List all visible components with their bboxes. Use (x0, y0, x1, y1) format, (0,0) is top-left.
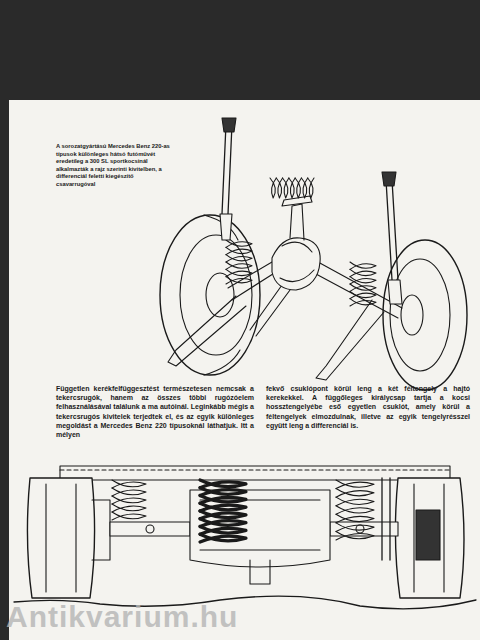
body-text: fekvő csuklópont körül leng a két félten… (266, 384, 470, 430)
rear-right-wheel (414, 484, 444, 592)
frame-beam (60, 466, 450, 480)
left-coil-spring (226, 262, 252, 269)
compensating-spring (289, 178, 295, 198)
differential (272, 238, 320, 290)
rear-differential (200, 500, 320, 550)
axle-housing (250, 285, 290, 336)
axle-shafts (110, 522, 190, 536)
center-coil-spring (200, 519, 246, 527)
trailing-arms (168, 296, 246, 366)
compensating-spring (270, 178, 314, 198)
frame-beam (60, 466, 450, 480)
side-coil-springs (336, 480, 374, 489)
shock-absorbers (382, 172, 396, 186)
side-coil-springs (336, 531, 374, 540)
rear-shock (382, 478, 390, 560)
side-coil-springs (112, 512, 146, 520)
compensating-spring (276, 178, 282, 198)
compensating-spring (270, 178, 276, 198)
compensating-spring (283, 178, 289, 198)
side-coil-springs (112, 496, 146, 504)
left-wheel (160, 215, 260, 375)
shock-absorbers (222, 124, 232, 214)
body-text: Független kerékfelfüggesztést természete… (56, 384, 254, 439)
left-coil-spring (226, 269, 252, 276)
left-wheel (204, 215, 240, 375)
rear-left-wheel (92, 500, 110, 560)
right-coil-spring (350, 269, 376, 276)
axle-shafts (146, 525, 154, 533)
side-coil-springs (336, 506, 374, 515)
shock-absorbers (222, 118, 236, 132)
right-coil-spring (350, 262, 376, 306)
watermark: Antikvarium.hu (6, 600, 238, 634)
axle-housing (316, 262, 402, 318)
left-coil-spring (226, 247, 252, 254)
side-coil-springs (336, 497, 374, 506)
rear-left-wheel (27, 478, 110, 598)
compensating-spring (295, 178, 301, 198)
side-coil-springs (336, 523, 374, 532)
trailing-arms (316, 300, 384, 380)
compensating-spring (308, 178, 314, 198)
right-coil-spring (350, 284, 376, 291)
side-coil-springs (336, 489, 374, 498)
side-coil-springs (112, 488, 146, 496)
shock-absorbers (220, 118, 402, 304)
rear-right-wheel (395, 478, 464, 598)
left-coil-spring (226, 255, 252, 262)
differential (290, 204, 304, 240)
right-wheel (401, 295, 423, 335)
rear-right-wheel (416, 510, 440, 560)
left-coil-spring (226, 240, 252, 284)
shock-absorbers (388, 280, 402, 304)
rear-differential (190, 490, 330, 584)
rear-left-wheel (27, 478, 94, 598)
differential (272, 196, 320, 290)
side-coil-springs (112, 480, 374, 540)
rear-differential (190, 490, 330, 567)
shock-absorbers (220, 214, 232, 240)
right-wheel (383, 240, 467, 390)
left-coil-spring (226, 277, 252, 284)
rear-left-wheel (46, 484, 76, 592)
axle-shafts (356, 525, 364, 533)
side-coil-springs (336, 514, 374, 523)
center-coil-spring (200, 527, 246, 535)
rear-differential (250, 560, 270, 584)
right-coil-spring (350, 291, 376, 298)
side-coil-springs (112, 504, 146, 512)
left-wheel (160, 215, 260, 375)
rear-right-wheel (395, 478, 464, 598)
differential (280, 242, 314, 281)
rear-shock (382, 478, 390, 560)
center-coil-spring (200, 511, 246, 519)
compensating-spring (301, 178, 307, 198)
center-coil-spring (200, 480, 246, 542)
right-wheel (390, 259, 450, 371)
right-wheel (383, 240, 467, 390)
trailing-arms (168, 296, 384, 380)
side-coil-springs (112, 480, 146, 488)
left-coil-spring (226, 240, 252, 247)
center-coil-spring (200, 534, 246, 542)
center-coil-spring (200, 496, 246, 504)
right-coil-spring (350, 277, 376, 284)
shock-absorbers (386, 180, 398, 280)
center-coil-spring (200, 480, 246, 488)
figure-caption: A sorozatgyártású Mercedes Benz 220-as t… (56, 143, 174, 189)
center-coil-spring (200, 503, 246, 511)
frame-beam (60, 469, 450, 470)
center-coil-spring (200, 488, 246, 496)
right-coil-spring (350, 262, 376, 269)
